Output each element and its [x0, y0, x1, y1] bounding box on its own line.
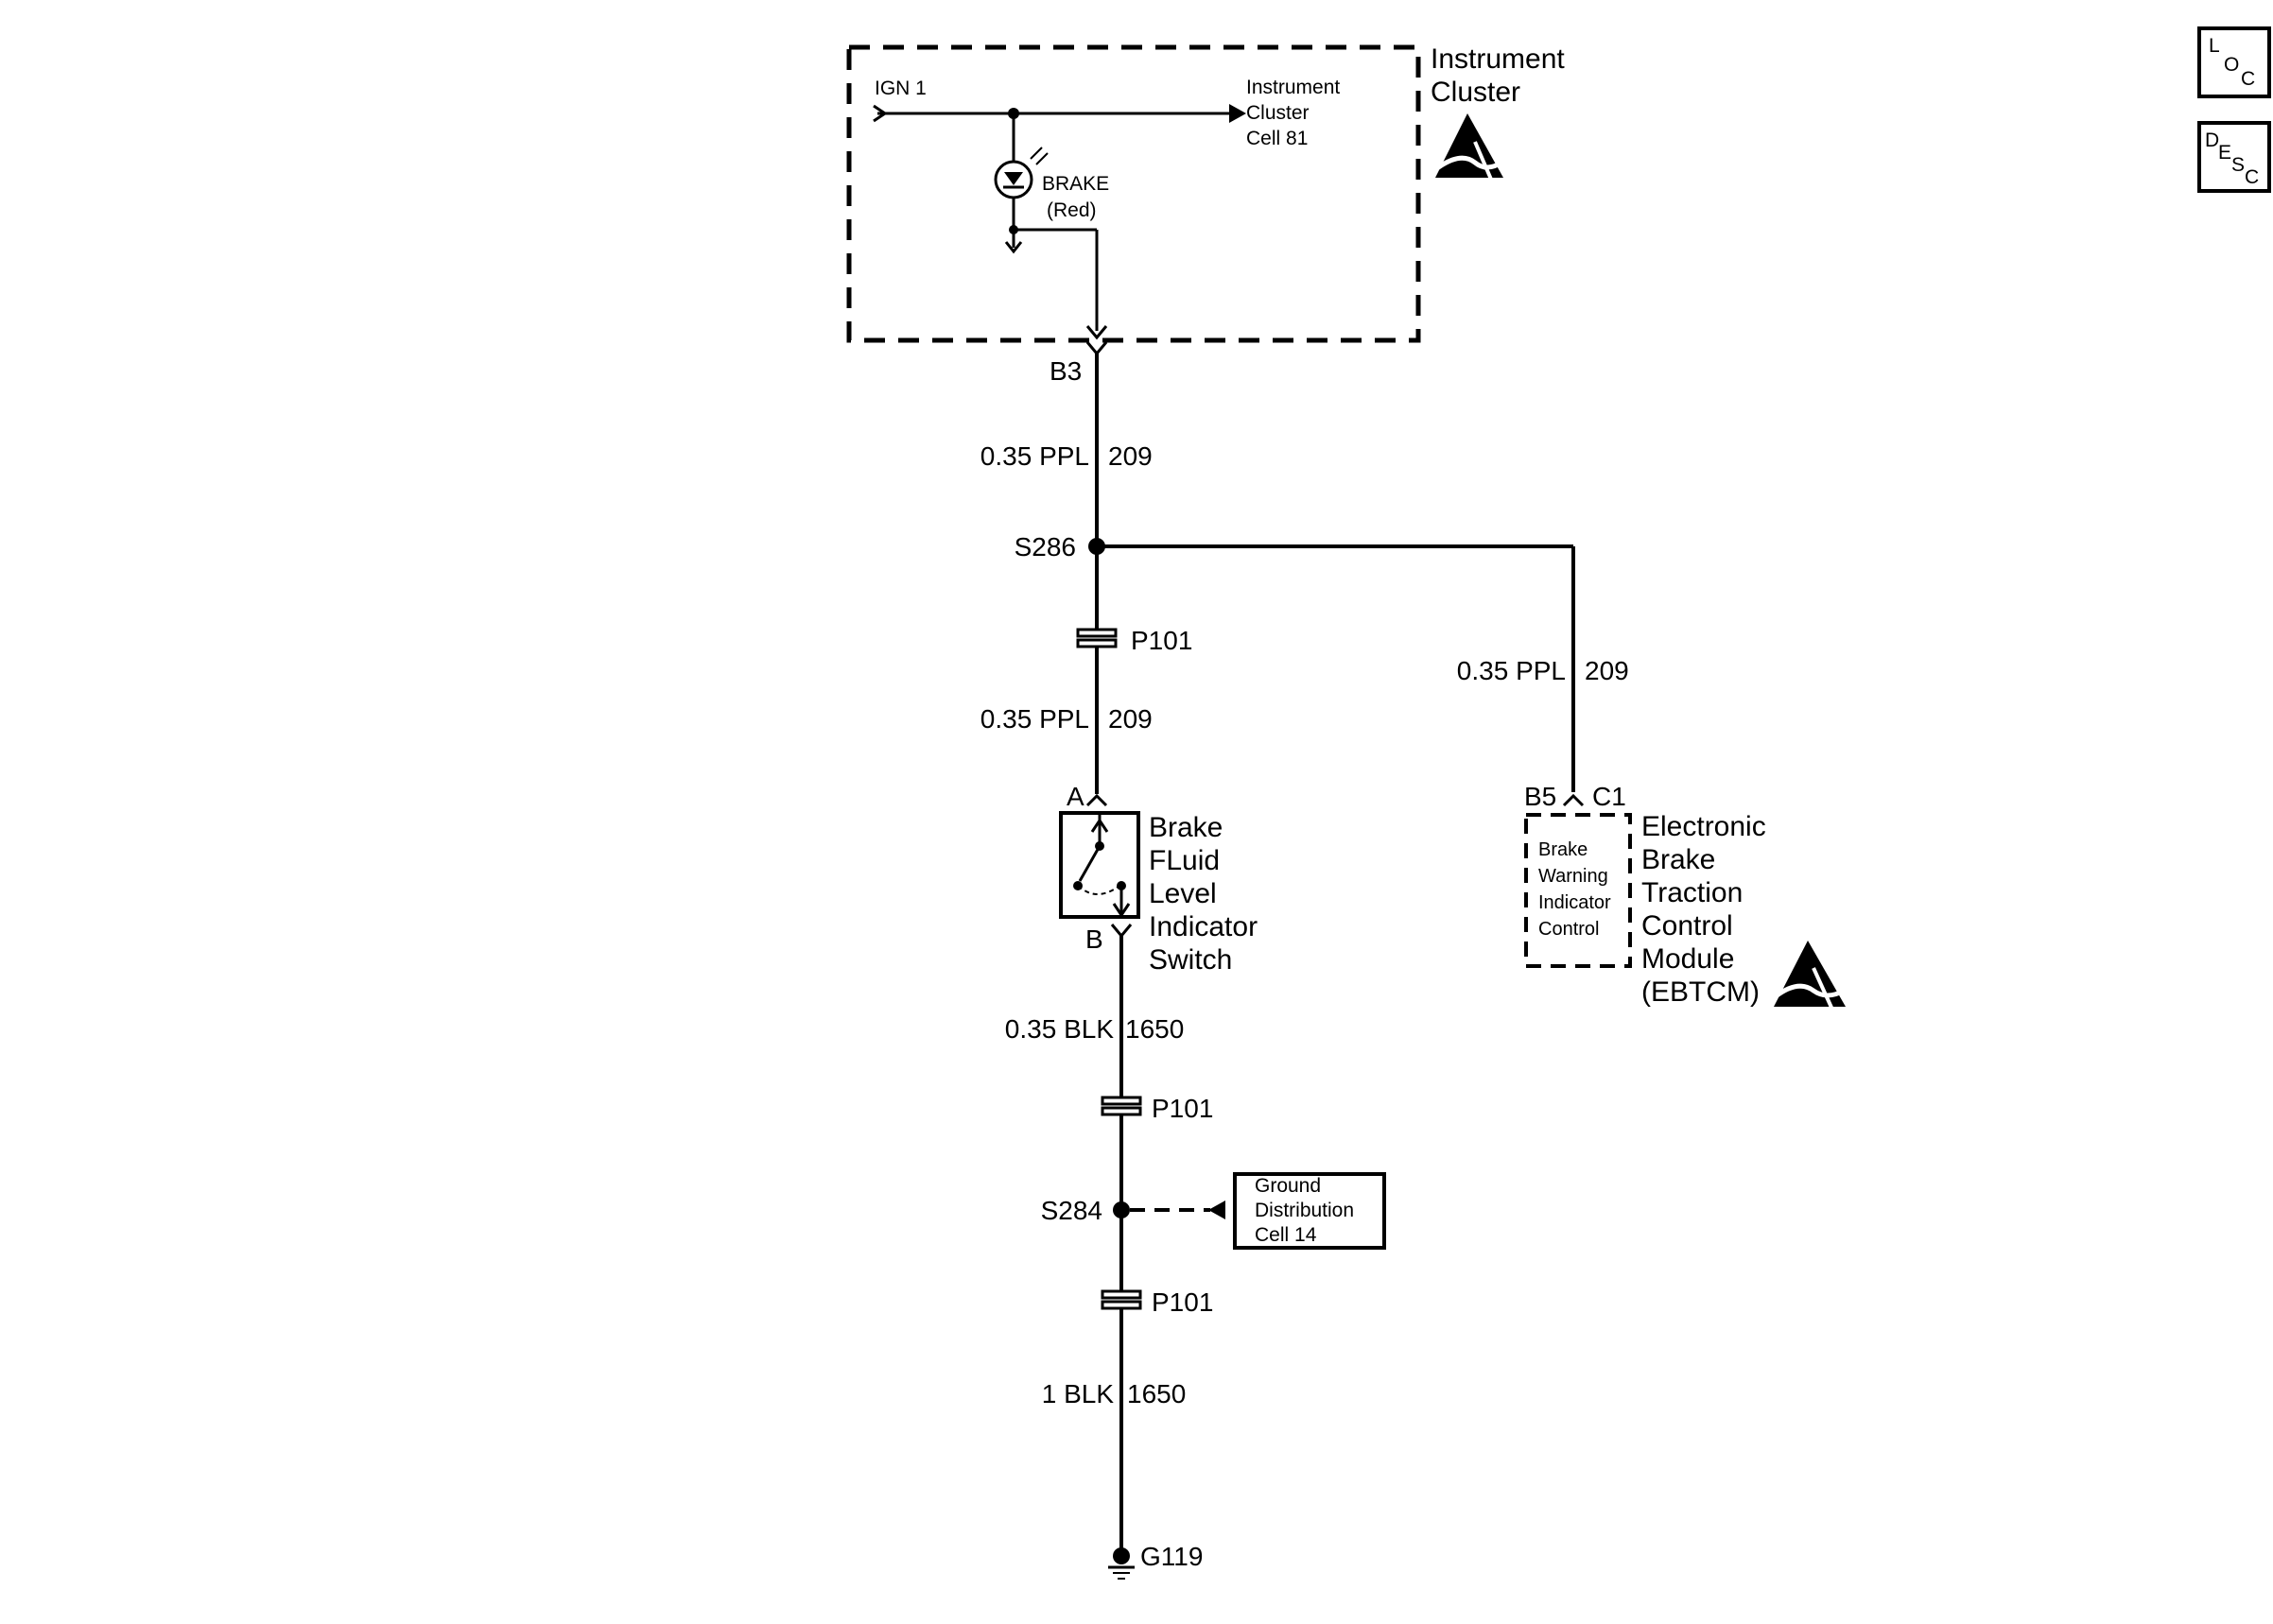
brake-lamp-color: (Red) [1047, 199, 1097, 221]
w3-gauge-color: 0.35 PPL [1457, 656, 1566, 685]
ebtcm-title-6: (EBTCM) [1641, 976, 1760, 1008]
instrument-cluster-title-2: Cluster [1431, 77, 1520, 108]
p101-label-1: P101 [1131, 626, 1192, 655]
cluster-ref-2: Cluster [1246, 102, 1310, 124]
desc-letter-e: E [2218, 142, 2231, 164]
esd-sensitive-icon [1435, 113, 1503, 182]
ebtcm-inner-4: Control [1538, 919, 1599, 940]
switch-title-4: Indicator [1149, 911, 1258, 942]
ground-ref-arrow-icon [1208, 1201, 1225, 1219]
desc-letter-c: C [2245, 166, 2259, 188]
instrument-cluster-title-1: Instrument [1431, 43, 1565, 75]
w2-circuit: 209 [1108, 704, 1153, 734]
w5-gauge-color: 1 BLK [1042, 1379, 1115, 1408]
ebtcm-title-1: Electronic [1641, 811, 1766, 842]
ebtcm-inner-1: Brake [1538, 839, 1588, 860]
ign1-label: IGN 1 [875, 78, 927, 99]
w1-circuit: 209 [1108, 441, 1153, 471]
brake-led-icon [994, 147, 1049, 199]
pin-b-connector-icon [1110, 924, 1133, 939]
desc-button[interactable]: D E S C [2197, 121, 2271, 193]
switch-title-1: Brake [1149, 812, 1223, 843]
ground-ref-2: Distribution [1255, 1200, 1354, 1221]
ebtcm-inner-2: Warning [1538, 866, 1608, 887]
ebtcm-title-4: Control [1641, 910, 1733, 942]
splice-s286-label: S286 [1015, 532, 1076, 561]
switch-title-2: FLuid [1149, 845, 1220, 876]
p101-label-2: P101 [1152, 1094, 1213, 1123]
splice-s284-label: S284 [1041, 1196, 1102, 1225]
ground-icon [1108, 1547, 1135, 1580]
loc-letter-o: O [2224, 54, 2239, 76]
ebtcm-title-2: Brake [1641, 844, 1715, 875]
p101-connector-1 [1076, 628, 1118, 648]
switch-pin-a: A [1067, 782, 1084, 811]
w4-gauge-color: 0.35 BLK [1005, 1014, 1115, 1044]
cluster-ref-3: Cell 81 [1246, 128, 1308, 149]
brake-lamp-label: BRAKE [1042, 173, 1109, 195]
cell81-arrow-icon [1229, 104, 1246, 123]
pin-a-connector-icon [1085, 793, 1108, 807]
w3-circuit: 209 [1585, 656, 1629, 685]
loc-letter-l: L [2209, 35, 2220, 57]
internal-arrow-icon [1004, 241, 1023, 254]
w4-circuit: 1650 [1125, 1014, 1184, 1044]
splice-s284 [1113, 1201, 1130, 1218]
p101-connector-3 [1101, 1289, 1142, 1310]
w2-gauge-color: 0.35 PPL [980, 704, 1089, 734]
instrument-cluster: Instrument Cluster IGN 1 Instrument Clus… [846, 43, 1565, 343]
w1-gauge-color: 0.35 PPL [980, 441, 1089, 471]
esd-sensitive-icon [1774, 941, 1846, 1011]
switch-title-3: Level [1149, 878, 1217, 909]
ebtcm-pin-connector-icon [1562, 793, 1585, 807]
cluster-ref-1: Instrument [1246, 77, 1340, 98]
ground-distribution-ref [1233, 1172, 1386, 1250]
loc-letter-c: C [2241, 68, 2255, 90]
p101-connector-2 [1101, 1096, 1142, 1116]
desc-letter-d: D [2205, 130, 2219, 151]
ground-ref-1: Ground [1255, 1175, 1321, 1197]
loc-button[interactable]: L O C [2197, 26, 2271, 98]
ebtcm-connector-c1: C1 [1592, 782, 1626, 811]
switch-pin-b: B [1085, 924, 1103, 954]
desc-letter-s: S [2231, 154, 2245, 176]
connector-b3: B3 [1050, 356, 1082, 386]
ebtcm-pin-b5: B5 [1524, 782, 1556, 811]
ground-ref-3: Cell 14 [1255, 1224, 1317, 1246]
instrument-cluster-outline [846, 44, 1421, 343]
brake-fluid-level-switch [1059, 811, 1140, 919]
switch-title-5: Switch [1149, 944, 1232, 976]
ebtcm-inner-3: Indicator [1538, 892, 1611, 913]
ebtcm-control-block [1524, 813, 1632, 968]
p101-label-3: P101 [1152, 1287, 1213, 1317]
ebtcm-title-3: Traction [1641, 877, 1743, 908]
w5-circuit: 1650 [1127, 1379, 1186, 1408]
ground-g119: G119 [1140, 1542, 1203, 1571]
ebtcm-title-5: Module [1641, 943, 1734, 975]
